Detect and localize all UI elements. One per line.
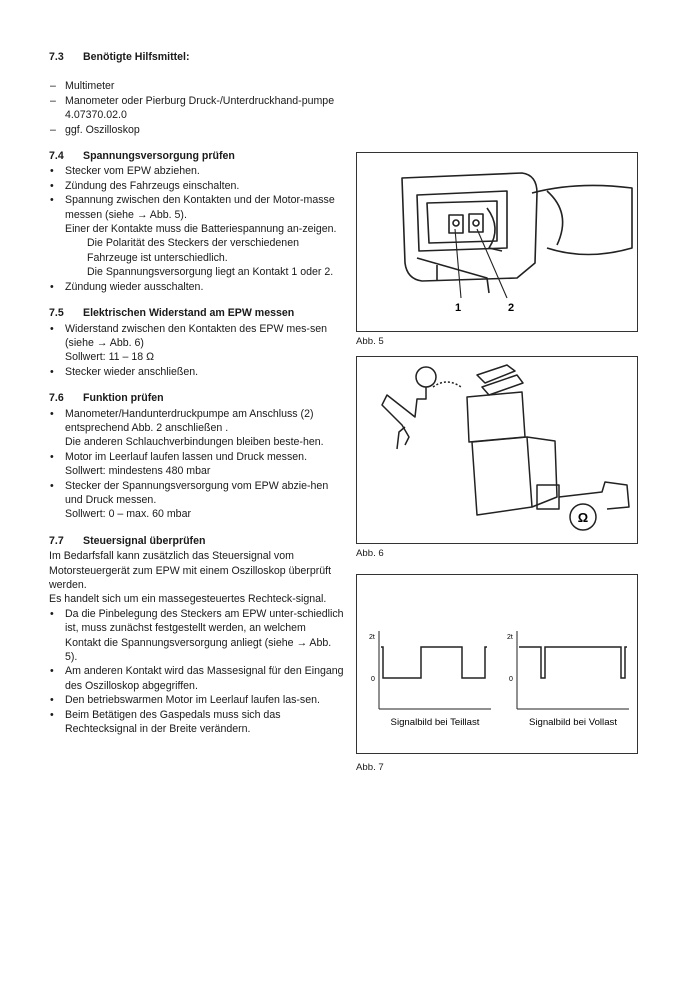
valve-illustration: Ω	[381, 364, 630, 531]
list-item: •Am anderen Kontakt wird das Massesignal…	[50, 665, 344, 692]
list-item: –ggf. Oszilloskop	[50, 123, 140, 136]
signal-diagrams: 2t 0 2t 0 Signalbild bei Teillast Signal…	[369, 631, 629, 728]
figure-7: 2t 0 2t 0 Signalbild bei Teillast Signal…	[356, 574, 638, 754]
y-tick-label: 2t	[507, 634, 513, 641]
list-item: –Manometer oder Pierburg Druck-/Unterdru…	[50, 94, 335, 122]
y-tick-label: 0	[509, 676, 513, 683]
intro-paragraph: Es handelt sich um ein massegesteuertes …	[49, 593, 327, 606]
list-item: •Stecker vom EPW abziehen.	[50, 165, 200, 178]
right-signal-label: Signalbild bei Vollast	[529, 717, 617, 728]
figure-caption: Abb. 5	[356, 336, 384, 347]
signal-trace-full-load	[519, 646, 627, 679]
figure-6: Ω	[356, 356, 638, 544]
ohm-symbol: Ω	[578, 510, 588, 525]
list-item: •Beim Betätigen des Gaspedals muss sich …	[50, 708, 281, 736]
list-item: •Manometer/Handunterdruckpumpe am Anschl…	[50, 407, 324, 449]
figure-caption: Abb. 7	[356, 762, 384, 773]
list-item: •Stecker der Spannungsversorgung vom EPW…	[50, 479, 329, 521]
list-item: –Multimeter	[50, 80, 115, 93]
list-item: •Motor im Leerlauf laufen lassen und Dru…	[50, 450, 308, 478]
figure-caption: Abb. 6	[356, 548, 384, 559]
figure-5: 1 2	[356, 152, 638, 332]
contact-label-1: 1	[455, 302, 461, 314]
contact-label-2: 2	[508, 302, 514, 314]
list-item: •Zündung des Fahrzeugs einschalten.	[50, 179, 240, 192]
list-item: •Spannung zwischen den Kontakten und der…	[50, 194, 337, 236]
polarity-note: Die Polarität des Steckers der verschied…	[87, 237, 334, 279]
signal-trace-partial-load	[381, 646, 487, 679]
y-tick-label: 2t	[369, 634, 375, 641]
list-item: •Widerstand zwischen den Kontakten des E…	[50, 322, 328, 364]
y-tick-label: 0	[371, 676, 375, 683]
list-item: •Da die Pinbelegung des Steckers am EPW …	[50, 607, 344, 664]
list-item: •Den betriebswarmen Motor im Leerlauf la…	[50, 694, 320, 707]
left-signal-label: Signalbild bei Teillast	[391, 717, 480, 728]
connector-illustration: 1 2	[401, 172, 633, 314]
list-item: •Stecker wieder anschließen.	[50, 365, 199, 378]
list-item: •Zündung wieder ausschalten.	[50, 280, 204, 293]
intro-paragraph: Im Bedarfsfall kann zusätzlich das Steue…	[49, 550, 332, 591]
